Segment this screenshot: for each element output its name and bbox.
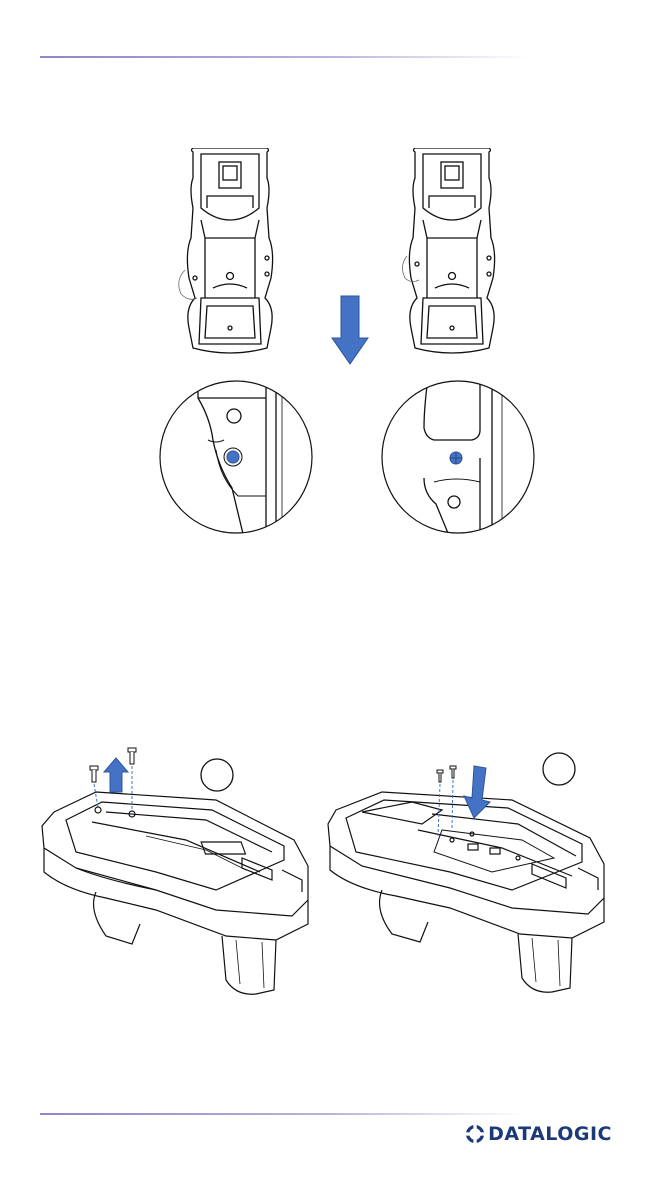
detail-circle-right xyxy=(380,378,536,536)
cradle-top-view-left xyxy=(175,148,285,356)
cradle-screw-removal-right xyxy=(322,740,622,1002)
cradle-top-view-right xyxy=(397,148,507,356)
cradle-screw-removal-left xyxy=(36,740,316,1002)
brand-name: DATALOGIC xyxy=(488,1123,612,1145)
header-rule xyxy=(40,56,528,58)
callout-circle-left xyxy=(200,758,234,792)
datalogic-logo: DATALOGIC xyxy=(466,1120,612,1148)
footer-rule xyxy=(40,1113,528,1115)
detail-circle-left xyxy=(158,378,314,536)
datalogic-logo-icon xyxy=(466,1123,484,1145)
callout-circle-right xyxy=(542,752,576,786)
down-arrow-icon xyxy=(330,294,370,366)
